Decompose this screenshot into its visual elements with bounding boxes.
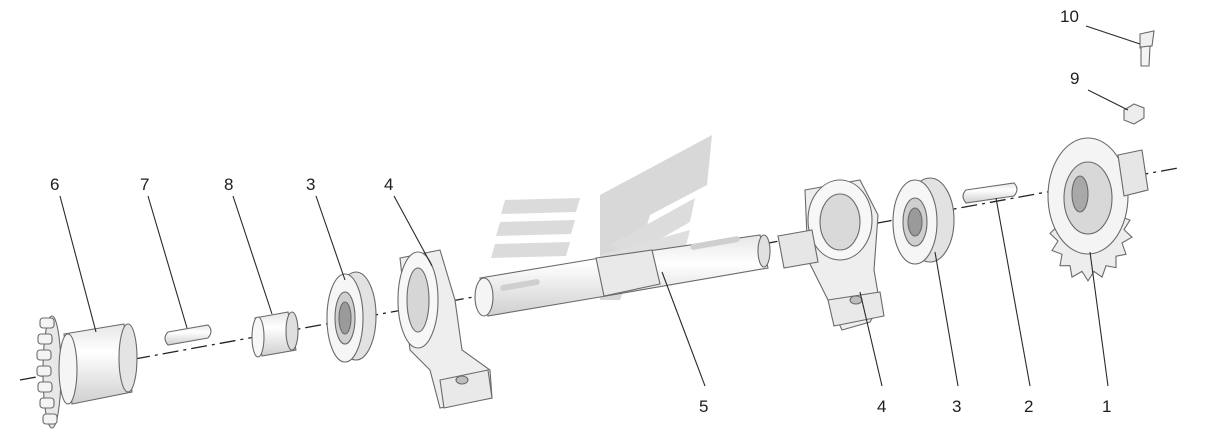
bearing-part-3-left: [326, 271, 377, 363]
callout-labels: 6 7 8 3 4 5 4 3 2 1 9 10: [50, 7, 1111, 416]
callout-3-left: 3: [306, 175, 315, 194]
leader-7: [147, 195, 188, 329]
leader-lines: [59, 25, 1141, 387]
callout-8: 8: [224, 175, 233, 194]
callout-3-right: 3: [952, 397, 961, 416]
spacer-sleeve-part-8: [251, 311, 299, 358]
callout-10: 10: [1060, 7, 1079, 26]
shaft-part-5: [474, 234, 771, 317]
bearing-housing-part-4-left: [397, 249, 493, 409]
callout-4-left: 4: [384, 175, 393, 194]
bolt-part-10: [1139, 30, 1155, 67]
leader-5: [661, 271, 706, 387]
sprocket-hub-part-6: [36, 315, 138, 429]
callout-4-right: 4: [877, 397, 886, 416]
leader-3-right: [934, 251, 959, 387]
leader-4-left: [393, 195, 433, 267]
leader-10: [1085, 25, 1141, 45]
bearing-housing-part-4-right: [777, 179, 885, 331]
callout-9: 9: [1070, 69, 1079, 88]
leader-1: [1089, 251, 1109, 387]
callout-1: 1: [1102, 397, 1111, 416]
key-part-7: [164, 324, 212, 346]
leader-2: [995, 197, 1031, 387]
nut-part-9: [1123, 103, 1145, 125]
leader-9: [1087, 89, 1129, 111]
bearing-part-3-right: [892, 177, 955, 265]
callout-7: 7: [140, 175, 149, 194]
key-part-2: [962, 182, 1018, 204]
callout-5: 5: [699, 397, 708, 416]
sprocket-part-1: [1047, 137, 1149, 282]
leader-6: [59, 195, 97, 333]
callout-6: 6: [50, 175, 59, 194]
leader-8: [232, 195, 273, 315]
callout-2: 2: [1024, 397, 1033, 416]
leader-3-left: [315, 195, 346, 281]
leader-4-right: [859, 291, 883, 387]
